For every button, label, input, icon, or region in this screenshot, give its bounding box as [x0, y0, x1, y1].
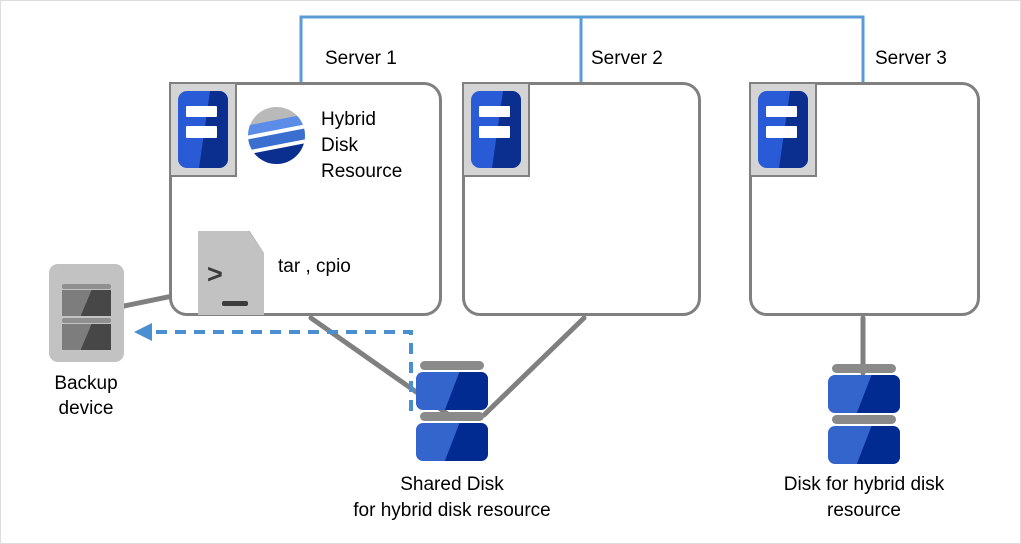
hybrid-disk-resource-label-line-3: Resource [321, 161, 403, 182]
server-label-3: Server 3 [875, 48, 947, 69]
server-chip-bar-bottom [186, 126, 217, 138]
shared-disk-caption-line-1: Shared Disk [400, 474, 504, 495]
shared-disk-rail-top [420, 361, 484, 370]
backup-device-rail-top [62, 284, 111, 289]
shared-disk-platter-shade [444, 372, 488, 410]
hybrid-disk-platter-top [828, 375, 900, 413]
server-label-1: Server 1 [325, 48, 397, 69]
backup-device-caption-line-2: device [58, 398, 114, 419]
backup-device-caption-line-1: Backup [54, 373, 118, 394]
hybrid-disk-platter-bottom [828, 426, 900, 464]
command-label: tar , cpio [278, 256, 351, 277]
interconnect-network [299, 15, 865, 82]
hybrid-disk-rail-top [832, 364, 896, 373]
terminal-prompt-glyph: > [207, 259, 223, 289]
server-label-2: Server 2 [591, 48, 663, 69]
shared-disk-platter-bottom [416, 423, 488, 461]
hybrid-disk-caption-line-1: Disk for hybrid disk [783, 474, 945, 495]
server-chip-bar-bottom [479, 126, 510, 138]
server-icon-2 [462, 82, 530, 177]
backup-device-rail-mid [62, 318, 111, 323]
server-chip [178, 91, 228, 168]
server-icon-1 [169, 82, 237, 177]
hybrid-disk-rail-mid [832, 415, 896, 424]
server-chip-bar-bottom [766, 126, 797, 138]
hybrid-disk-platter-shade [856, 375, 900, 413]
server-chip-bar-top [479, 105, 510, 118]
shared-disk-platter-top [416, 372, 488, 410]
hybrid-disk-resource-globe-icon [248, 107, 305, 164]
backup-device-tape-bottom [62, 324, 111, 350]
server-chip [471, 91, 521, 168]
hybrid-disk-caption-line-2: resource [827, 500, 901, 521]
shared-disk-caption-line-2: for hybrid disk resource [353, 500, 551, 521]
shared-disk-platter-shade [444, 423, 488, 461]
hybrid-disk-icon [828, 364, 900, 464]
server-icon-3 [749, 82, 817, 177]
backup-device-tape-shade [80, 290, 111, 316]
hybrid-disk-resource-label-line-2: Disk [321, 135, 358, 156]
arrow-shared-disk-to-backup-device [134, 323, 413, 411]
shared-disk-rail-mid [420, 412, 484, 421]
backup-device-icon [49, 264, 124, 362]
shared-disk-icon [416, 361, 488, 461]
terminal-cursor-underscore [222, 301, 248, 306]
backup-device-tape-shade [80, 324, 111, 350]
backup-device-tape-top [62, 290, 111, 316]
server-chip [758, 91, 808, 168]
terminal-script-icon: > [198, 231, 264, 315]
server-chip-bar-top [186, 105, 217, 118]
line-server2-to-shared-disk [481, 315, 587, 418]
hybrid-disk-platter-shade [856, 426, 900, 464]
hybrid-disk-resource-label-line-1: Hybrid [321, 109, 376, 130]
server-chip-bar-top [766, 105, 797, 118]
